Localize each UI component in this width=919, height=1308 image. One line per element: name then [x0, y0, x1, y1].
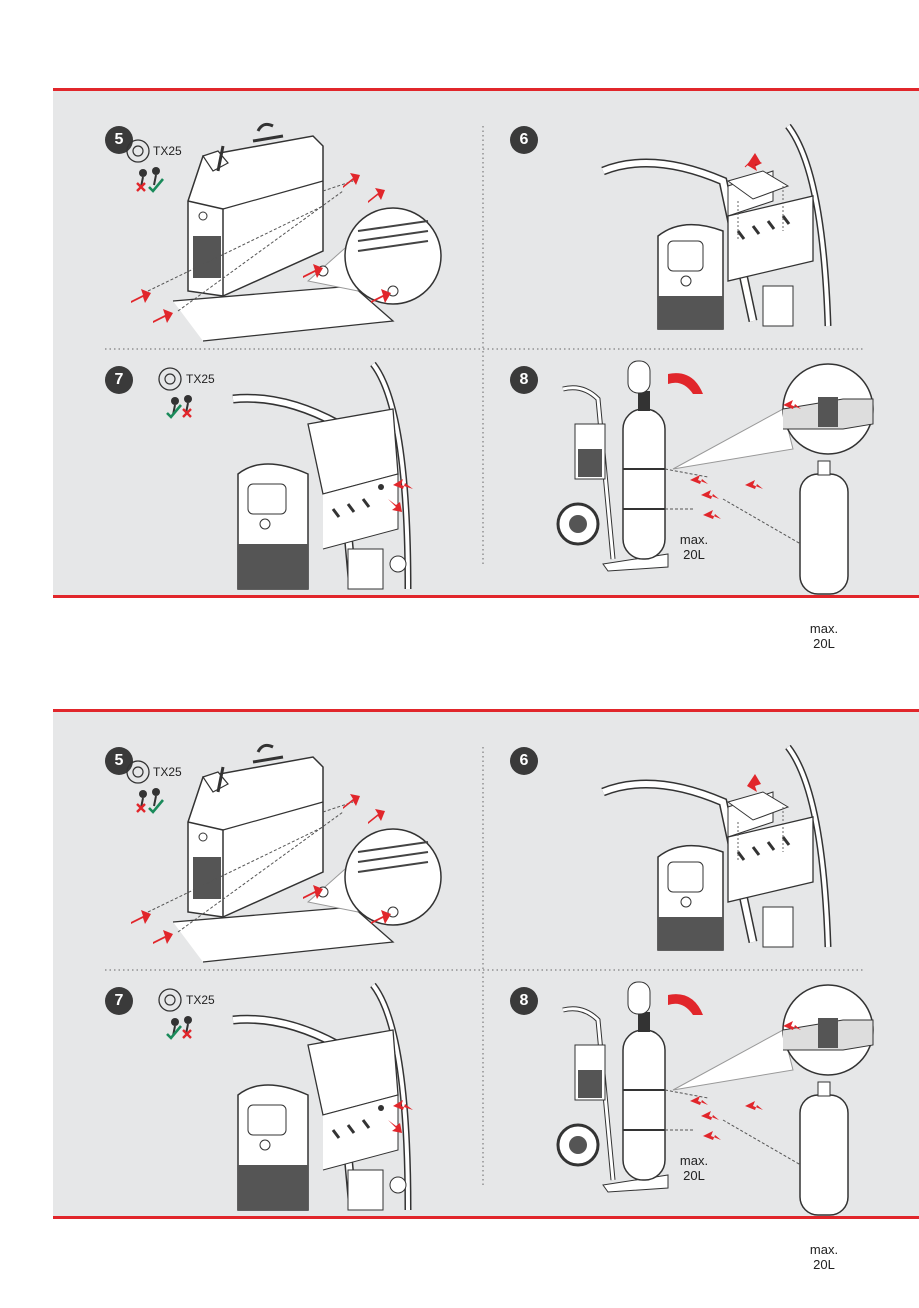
gas-cylinder-illustration — [556, 981, 874, 1216]
tool-label: TX25 — [186, 993, 215, 1007]
step-6: 6 — [483, 712, 919, 970]
numbered-arrow-icon — [388, 1120, 402, 1133]
numbered-arrow-icon — [131, 289, 151, 303]
small-cylinder-capacity-label: max. 20L — [809, 1242, 839, 1272]
welder-illustration — [232, 982, 413, 1211]
numbered-arrow-icon — [393, 1100, 413, 1110]
step-8: 8 — [483, 349, 919, 651]
panel-dividers — [105, 747, 863, 1187]
check-icon — [148, 178, 164, 193]
numbered-arrow-icon — [368, 188, 385, 203]
cylinder-capacity-label: max. 20L — [679, 532, 709, 562]
step-number-badge: 6 — [510, 126, 538, 154]
numbered-arrow-icon — [131, 910, 151, 924]
check-icon — [148, 799, 164, 814]
tool-label: TX25 — [153, 765, 182, 779]
cross-icon — [182, 408, 192, 418]
welder-illustration — [131, 743, 442, 963]
step-number-badge: 8 — [510, 987, 538, 1015]
welder-illustration — [601, 123, 832, 330]
panel-dividers — [105, 126, 863, 566]
cross-icon — [182, 1029, 192, 1039]
numbered-arrow-icon — [703, 1131, 721, 1140]
step-6: 6 — [483, 91, 919, 349]
tool-label: TX25 — [186, 372, 215, 386]
numbered-arrow-icon — [343, 794, 360, 809]
welder-illustration — [232, 361, 413, 590]
instruction-panel-2: 5 TX25 — [53, 709, 919, 1272]
torx-bit-icon — [158, 988, 182, 1012]
numbered-arrow-icon — [745, 480, 763, 489]
cylinder-capacity-label: max. 20L — [679, 1153, 709, 1183]
numbered-arrow-icon — [747, 153, 761, 171]
step-7: 7 TX25 — [53, 970, 483, 1216]
welder-illustration — [601, 744, 832, 951]
screw-choice-icons — [136, 788, 164, 814]
numbered-arrow-icon — [368, 809, 385, 824]
step-5: 5 TX25 — [53, 712, 483, 970]
rotate-arrow-icon — [668, 373, 703, 394]
torx-bit-icon — [126, 760, 150, 784]
step-number-badge: 7 — [105, 987, 133, 1015]
cross-icon — [136, 803, 146, 813]
screw-choice-icons — [136, 167, 164, 193]
rotate-arrow-icon — [668, 994, 703, 1015]
check-icon — [166, 404, 182, 419]
step-number-badge: 7 — [105, 366, 133, 394]
tool-label: TX25 — [153, 144, 182, 158]
numbered-arrow-icon — [388, 499, 402, 512]
numbered-arrow-icon — [343, 173, 360, 188]
step-7: 7 TX25 — [53, 349, 483, 595]
numbered-arrow-icon — [745, 1101, 763, 1110]
check-icon — [166, 1025, 182, 1040]
numbered-arrow-icon — [701, 1111, 719, 1120]
gas-cylinder-illustration — [556, 360, 874, 595]
cross-icon — [136, 182, 146, 192]
numbered-arrow-icon — [690, 475, 708, 484]
numbered-arrow-icon — [701, 490, 719, 499]
numbered-arrow-icon — [690, 1096, 708, 1105]
numbered-arrow-icon — [703, 510, 721, 519]
step-5: 5 TX25 — [53, 91, 483, 349]
step-number-badge: 5 — [105, 126, 133, 154]
step-8: 8 — [483, 970, 919, 1272]
step-number-badge: 8 — [510, 366, 538, 394]
instruction-panel-1: 5 TX25 — [53, 88, 919, 651]
screw-choice-icons — [166, 1016, 192, 1040]
numbered-arrow-icon — [393, 479, 413, 489]
step-number-badge: 6 — [510, 747, 538, 775]
numbered-arrow-icon — [153, 930, 173, 944]
small-cylinder-capacity-label: max. 20L — [809, 621, 839, 651]
torx-bit-icon — [126, 139, 150, 163]
torx-bit-icon — [158, 367, 182, 391]
screw-choice-icons — [166, 395, 192, 419]
numbered-arrow-icon — [747, 774, 761, 792]
numbered-arrow-icon — [153, 309, 173, 323]
step-number-badge: 5 — [105, 747, 133, 775]
welder-illustration — [131, 122, 442, 342]
